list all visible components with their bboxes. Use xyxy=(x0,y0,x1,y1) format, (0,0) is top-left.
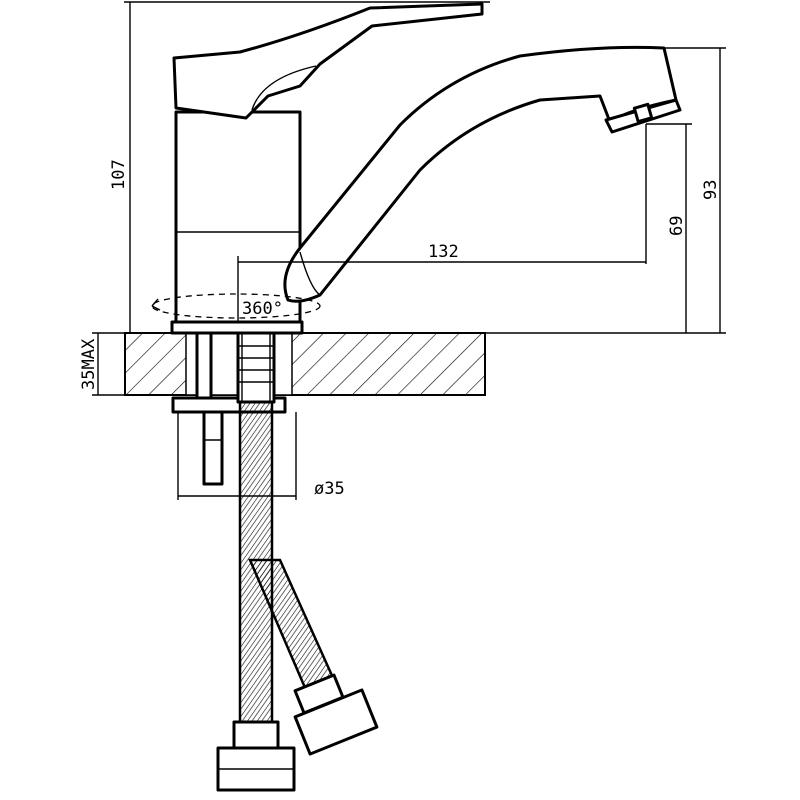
rotation-indicator: 360° xyxy=(151,293,321,319)
dimension-total-height: 107 xyxy=(109,1,490,334)
swivel-spout xyxy=(283,45,678,303)
aerator xyxy=(604,98,682,134)
hose-nut-left xyxy=(216,720,296,792)
counter-thickness-label: 35MAX xyxy=(79,338,99,390)
dimension-aerator-height: 69 xyxy=(646,123,692,333)
threaded-shank xyxy=(236,328,276,404)
hole-diameter-label: ø35 xyxy=(314,479,345,499)
dimension-spout-reach: 132 xyxy=(237,124,647,322)
hose-nut-right xyxy=(293,673,379,756)
aerator-height-label: 69 xyxy=(667,216,687,236)
base-flange xyxy=(170,320,304,335)
countertop-section xyxy=(124,332,486,396)
dimension-counter-thickness: 35MAX xyxy=(79,332,125,396)
spout-height-label: 93 xyxy=(701,180,721,200)
spout-reach-label: 132 xyxy=(428,242,459,262)
dimension-hole-diameter: ø35 xyxy=(177,412,345,500)
rotation-label: 360° xyxy=(242,299,283,319)
lever-handle xyxy=(172,2,484,120)
height-total-label: 107 xyxy=(109,159,129,190)
